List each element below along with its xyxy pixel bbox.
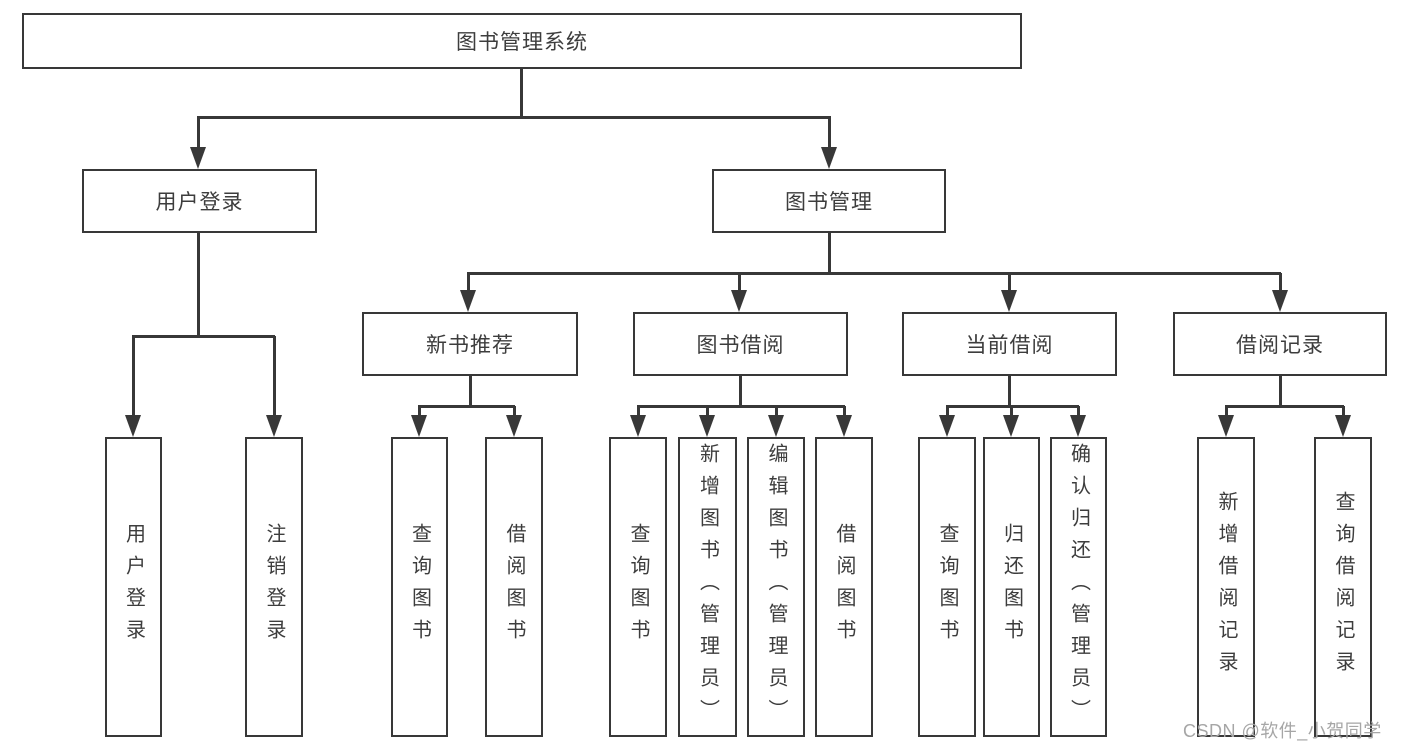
node-leaf-bb-edit-books-admin: 编辑图书（管理员） [747, 437, 805, 737]
connector-line [417, 406, 421, 416]
connector-line [738, 376, 742, 406]
connector-line [466, 271, 1281, 275]
connector-line [468, 376, 472, 406]
connector-line [705, 406, 709, 416]
connector-line [1009, 406, 1013, 416]
arrow-down-icon [768, 415, 784, 437]
arrow-down-icon [506, 415, 522, 437]
connector-line [827, 233, 831, 273]
arrow-down-icon [266, 415, 282, 437]
connector-line [636, 404, 845, 408]
arrow-down-icon [699, 415, 715, 437]
node-label: 编辑图书（管理员） [765, 443, 787, 731]
connector-line [1278, 273, 1282, 291]
connector-line [131, 336, 135, 416]
connector-line [774, 406, 778, 416]
node-user-login: 用户登录 [82, 169, 317, 233]
arrow-down-icon [1272, 290, 1288, 312]
node-label: 查询图书 [936, 523, 958, 651]
arrow-down-icon [411, 415, 427, 437]
arrow-down-icon [731, 290, 747, 312]
connector-line [520, 69, 523, 117]
connector-line [1076, 406, 1080, 416]
node-leaf-user-login: 用户登录 [105, 437, 162, 737]
arrow-down-icon [460, 290, 476, 312]
node-borrow-records: 借阅记录 [1173, 312, 1387, 376]
csdn-watermark: CSDN @软件_小贺同学 [1183, 721, 1382, 741]
node-leaf-nb-borrow-books: 借阅图书 [485, 437, 543, 737]
connector-line [1007, 376, 1011, 406]
connector-line [636, 406, 640, 416]
arrow-down-icon [1070, 415, 1086, 437]
arrow-down-icon [821, 147, 837, 169]
node-label: 当前借阅 [965, 334, 1054, 357]
node-leaf-bb-borrow-books: 借阅图书 [815, 437, 873, 737]
node-label: 归还图书 [1000, 523, 1023, 651]
connector-line [196, 115, 831, 119]
connector-line [1007, 273, 1011, 291]
node-book-borrow: 图书借阅 [633, 312, 848, 376]
node-label: 新增图书（管理员） [696, 443, 719, 731]
node-label: 图书管理 [785, 191, 873, 214]
arrow-down-icon [1001, 290, 1017, 312]
node-label: 确认归还（管理员） [1067, 443, 1090, 731]
node-label: 用户登录 [122, 523, 145, 651]
node-label: 查询图书 [408, 523, 431, 651]
connector-line [131, 334, 275, 338]
node-leaf-cb-query-books: 查询图书 [918, 437, 976, 737]
connector-line [1341, 406, 1345, 416]
node-label: 查询借阅记录 [1332, 491, 1354, 683]
arrow-down-icon [1218, 415, 1234, 437]
node-label: 图书管理系统 [456, 31, 588, 54]
node-label: 新书推荐 [426, 334, 514, 357]
arrow-down-icon [1003, 415, 1019, 437]
node-current-borrow: 当前借阅 [902, 312, 1117, 376]
node-book-management: 图书管理 [712, 169, 946, 233]
arrow-down-icon [836, 415, 852, 437]
node-leaf-cb-return-books: 归还图书 [983, 437, 1040, 737]
node-label: 注销登录 [263, 523, 285, 651]
connector-line [737, 273, 741, 291]
arrow-down-icon [125, 415, 141, 437]
connector-line [272, 336, 276, 416]
arrow-down-icon [190, 147, 206, 169]
connector-line [945, 406, 949, 416]
node-library-management-system: 图书管理系统 [22, 13, 1022, 69]
arrow-down-icon [630, 415, 646, 437]
connector-line [512, 406, 516, 416]
node-leaf-bb-query-books: 查询图书 [609, 437, 667, 737]
connector-line [466, 273, 470, 291]
connector-line [1278, 376, 1282, 406]
node-leaf-nb-query-books: 查询图书 [391, 437, 448, 737]
node-label: 查询图书 [627, 523, 649, 651]
node-label: 借阅图书 [833, 523, 855, 651]
node-label: 图书借阅 [696, 334, 785, 357]
node-leaf-br-add-record: 新增借阅记录 [1197, 437, 1255, 737]
node-leaf-logout: 注销登录 [245, 437, 303, 737]
connector-line [196, 117, 200, 148]
node-label: 新增借阅记录 [1215, 491, 1237, 683]
node-leaf-br-query-record: 查询借阅记录 [1314, 437, 1372, 737]
node-leaf-bb-add-books-admin: 新增图书（管理员） [678, 437, 737, 737]
node-new-book-recommend: 新书推荐 [362, 312, 578, 376]
arrow-down-icon [1335, 415, 1351, 437]
node-label: 用户登录 [155, 191, 244, 214]
connector-line [417, 404, 515, 408]
connector-line [842, 406, 846, 416]
connector-line [1224, 406, 1228, 416]
node-label: 借阅记录 [1236, 334, 1324, 357]
connector-line [196, 233, 200, 336]
arrow-down-icon [939, 415, 955, 437]
node-label: 借阅图书 [503, 523, 525, 651]
node-leaf-cb-confirm-return-admin: 确认归还（管理员） [1050, 437, 1107, 737]
connector-line [1224, 404, 1344, 408]
connector-line [827, 117, 831, 148]
